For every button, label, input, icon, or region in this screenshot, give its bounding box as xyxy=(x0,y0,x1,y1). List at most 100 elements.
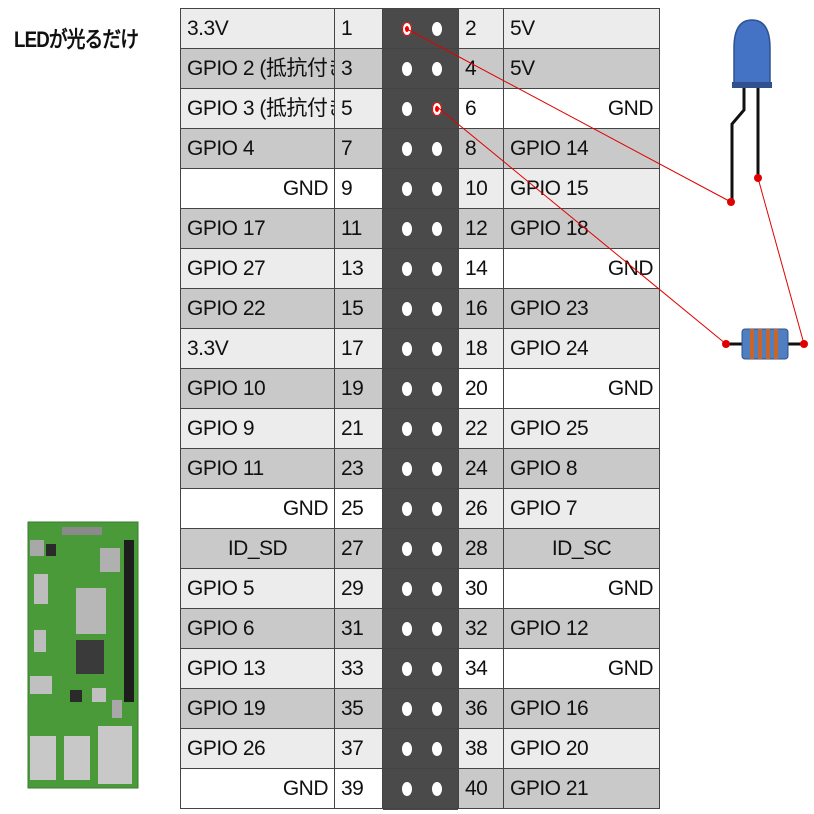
pin-38-dot xyxy=(432,742,442,756)
pin-12-dot xyxy=(432,222,442,236)
pin-32-dot xyxy=(432,622,442,636)
left-pin-name: GPIO 27 xyxy=(180,249,335,288)
pin-36-dot xyxy=(432,702,442,716)
left-pin-name: GPIO 2 (抵抗付き) xyxy=(180,49,335,88)
pin-28-dot xyxy=(432,542,442,556)
left-pin-number: 31 xyxy=(335,609,383,648)
left-pin-name: ID_SD xyxy=(180,529,335,568)
pin-5-dot xyxy=(402,102,412,116)
pin-9-dot xyxy=(402,182,412,196)
pin-6-dot xyxy=(432,102,442,116)
raspberry-pi-board-icon xyxy=(27,521,139,789)
pin-30-dot xyxy=(432,582,442,596)
right-pin-number: 8 xyxy=(458,129,504,168)
pin-23-dot xyxy=(402,462,412,476)
page-title: LEDが光るだけ xyxy=(14,27,139,52)
right-pin-name: GPIO 14 xyxy=(504,129,660,168)
pin-25-dot xyxy=(402,502,412,516)
right-pin-number: 18 xyxy=(458,329,504,368)
right-pin-number: 12 xyxy=(458,209,504,248)
left-pin-name: GPIO 11 xyxy=(180,449,335,488)
right-pin-number: 32 xyxy=(458,609,504,648)
pin-7-dot xyxy=(402,142,412,156)
pin-header-strip xyxy=(383,9,458,810)
right-pin-name: GPIO 18 xyxy=(504,209,660,248)
right-pin-number: 40 xyxy=(458,769,504,808)
right-pin-number: 34 xyxy=(458,649,504,688)
pin-3-dot xyxy=(402,62,412,76)
right-pin-name: GPIO 21 xyxy=(504,769,660,808)
left-pin-number: 33 xyxy=(335,649,383,688)
pin-34-dot xyxy=(432,662,442,676)
left-pin-number: 35 xyxy=(335,689,383,728)
pin-26-dot xyxy=(432,502,442,516)
left-pin-number: 9 xyxy=(335,169,383,208)
right-pin-name: 5V xyxy=(504,9,660,48)
left-pin-number: 19 xyxy=(335,369,383,408)
left-pin-name: GND xyxy=(180,489,335,528)
pin-33-dot xyxy=(402,662,412,676)
left-pin-number: 23 xyxy=(335,449,383,488)
pin-15-dot xyxy=(402,302,412,316)
left-pin-name: GPIO 26 xyxy=(180,729,335,768)
right-pin-number: 26 xyxy=(458,489,504,528)
pin-16-dot xyxy=(432,302,442,316)
left-pin-name: 3.3V xyxy=(180,9,335,48)
left-pin-number: 29 xyxy=(335,569,383,608)
right-pin-number: 2 xyxy=(458,9,504,48)
pin-27-dot xyxy=(402,542,412,556)
right-pin-name: GND xyxy=(504,89,660,128)
right-pin-number: 24 xyxy=(458,449,504,488)
pin-17-dot xyxy=(402,342,412,356)
pin-4-dot xyxy=(432,62,442,76)
left-pin-number: 5 xyxy=(335,89,383,128)
right-pin-number: 6 xyxy=(458,89,504,128)
left-pin-name: GPIO 13 xyxy=(180,649,335,688)
left-pin-name: GPIO 10 xyxy=(180,369,335,408)
pin-35-dot xyxy=(402,702,412,716)
pin-20-dot xyxy=(432,382,442,396)
pin-21-dot xyxy=(402,422,412,436)
right-pin-number: 20 xyxy=(458,369,504,408)
right-pin-number: 28 xyxy=(458,529,504,568)
left-pin-number: 3 xyxy=(335,49,383,88)
led-icon xyxy=(730,19,772,200)
right-pin-number: 36 xyxy=(458,689,504,728)
left-pin-number: 25 xyxy=(335,489,383,528)
left-pin-name: 3.3V xyxy=(180,329,335,368)
left-pin-name: GPIO 9 xyxy=(180,409,335,448)
pin-31-dot xyxy=(402,622,412,636)
left-pin-name: GPIO 3 (抵抗付き) xyxy=(180,89,335,128)
pin-2-dot xyxy=(432,22,442,36)
wires xyxy=(404,27,808,348)
right-pin-name: GND xyxy=(504,649,660,688)
pin-10-dot xyxy=(432,182,442,196)
right-pin-name: GND xyxy=(504,369,660,408)
pin-11-dot xyxy=(402,222,412,236)
left-pin-name: GPIO 6 xyxy=(180,609,335,648)
right-pin-name: GPIO 12 xyxy=(504,609,660,648)
left-pin-name: GPIO 4 xyxy=(180,129,335,168)
right-pin-number: 38 xyxy=(458,729,504,768)
pin-18-dot xyxy=(432,342,442,356)
left-pin-name: GPIO 22 xyxy=(180,289,335,328)
right-pin-number: 16 xyxy=(458,289,504,328)
right-pin-name: ID_SC xyxy=(504,529,660,568)
left-pin-number: 37 xyxy=(335,729,383,768)
